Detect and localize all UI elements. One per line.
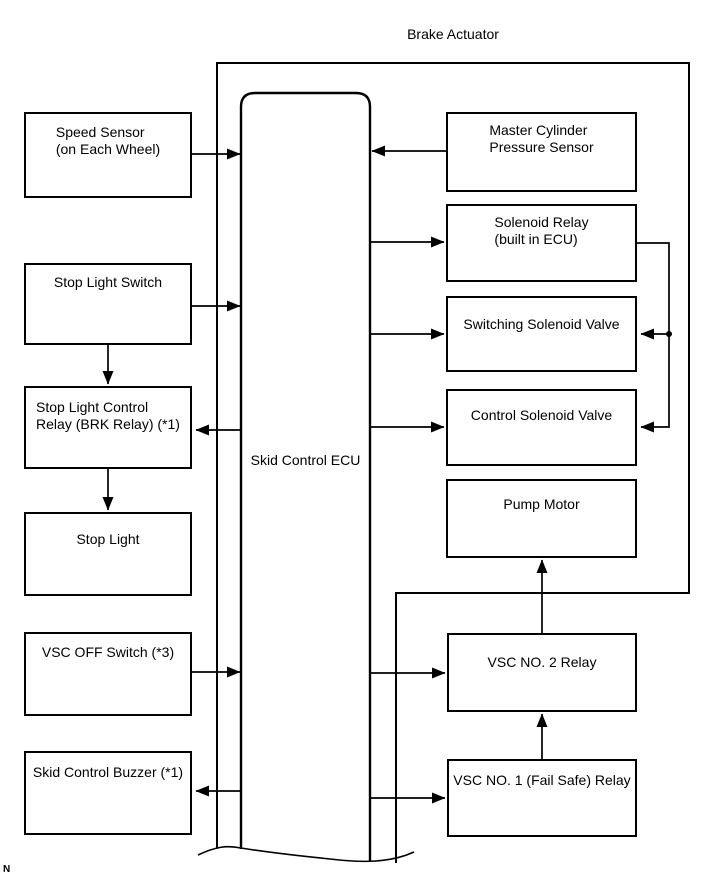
skid-control-ecu-outline	[239, 91, 372, 861]
box-label: (on Each Wheel)	[55, 141, 161, 157]
box-master-cylinder-pressure-sensor: Master Cylinder Pressure Sensor	[446, 112, 637, 192]
box-vsc-off-switch: VSC OFF Switch (*3)	[24, 632, 192, 716]
box-label: Pressure Sensor	[489, 139, 594, 155]
box-label: Stop Light	[76, 531, 140, 547]
box-vsc-no2-relay: VSC NO. 2 Relay	[447, 633, 637, 712]
box-label: Switching Solenoid Valve	[463, 316, 620, 332]
box-switching-solenoid-valve: Switching Solenoid Valve	[446, 296, 637, 372]
box-label: Speed Sensor	[55, 124, 145, 140]
box-label: Solenoid Relay	[494, 214, 589, 230]
box-stop-light-control-relay: Stop Light Control Relay (BRK Relay) (*1…	[24, 386, 192, 469]
box-label: (built in ECU)	[494, 231, 578, 247]
box-stop-light-switch: Stop Light Switch	[24, 263, 192, 345]
junction-dot	[666, 331, 672, 337]
box-control-solenoid-valve: Control Solenoid Valve	[446, 389, 637, 466]
box-speed-sensor: Speed Sensor (on Each Wheel)	[24, 112, 192, 198]
box-label: VSC NO. 2 Relay	[487, 654, 597, 670]
page-marker: N	[3, 864, 11, 875]
box-label: Skid Control Buzzer (*1)	[32, 764, 184, 780]
box-skid-control-buzzer: Skid Control Buzzer (*1)	[24, 751, 192, 835]
box-pump-motor: Pump Motor	[446, 479, 637, 558]
box-label: Relay (BRK Relay) (*1)	[36, 416, 180, 432]
box-vsc-no1-relay: VSC NO. 1 (Fail Safe) Relay	[447, 759, 637, 837]
skid-control-ecu-label: Skid Control ECU	[250, 452, 361, 468]
box-label: Stop Light Control	[36, 399, 149, 415]
box-stop-light: Stop Light	[24, 512, 192, 596]
box-label: Master Cylinder	[489, 122, 588, 138]
diagram-title: Brake Actuator	[407, 26, 499, 42]
box-label: VSC OFF Switch (*3)	[41, 644, 175, 660]
brake-actuator-boundary	[216, 62, 690, 863]
box-label: VSC NO. 1 (Fail Safe) Relay	[453, 772, 631, 788]
break-wave	[197, 845, 415, 863]
box-solenoid-relay: Solenoid Relay (built in ECU)	[446, 204, 637, 282]
line-solenoid-relay-loop	[637, 242, 670, 433]
box-label: Pump Motor	[503, 496, 580, 512]
box-label: Stop Light Switch	[53, 274, 163, 290]
box-label: Control Solenoid Valve	[470, 407, 613, 423]
